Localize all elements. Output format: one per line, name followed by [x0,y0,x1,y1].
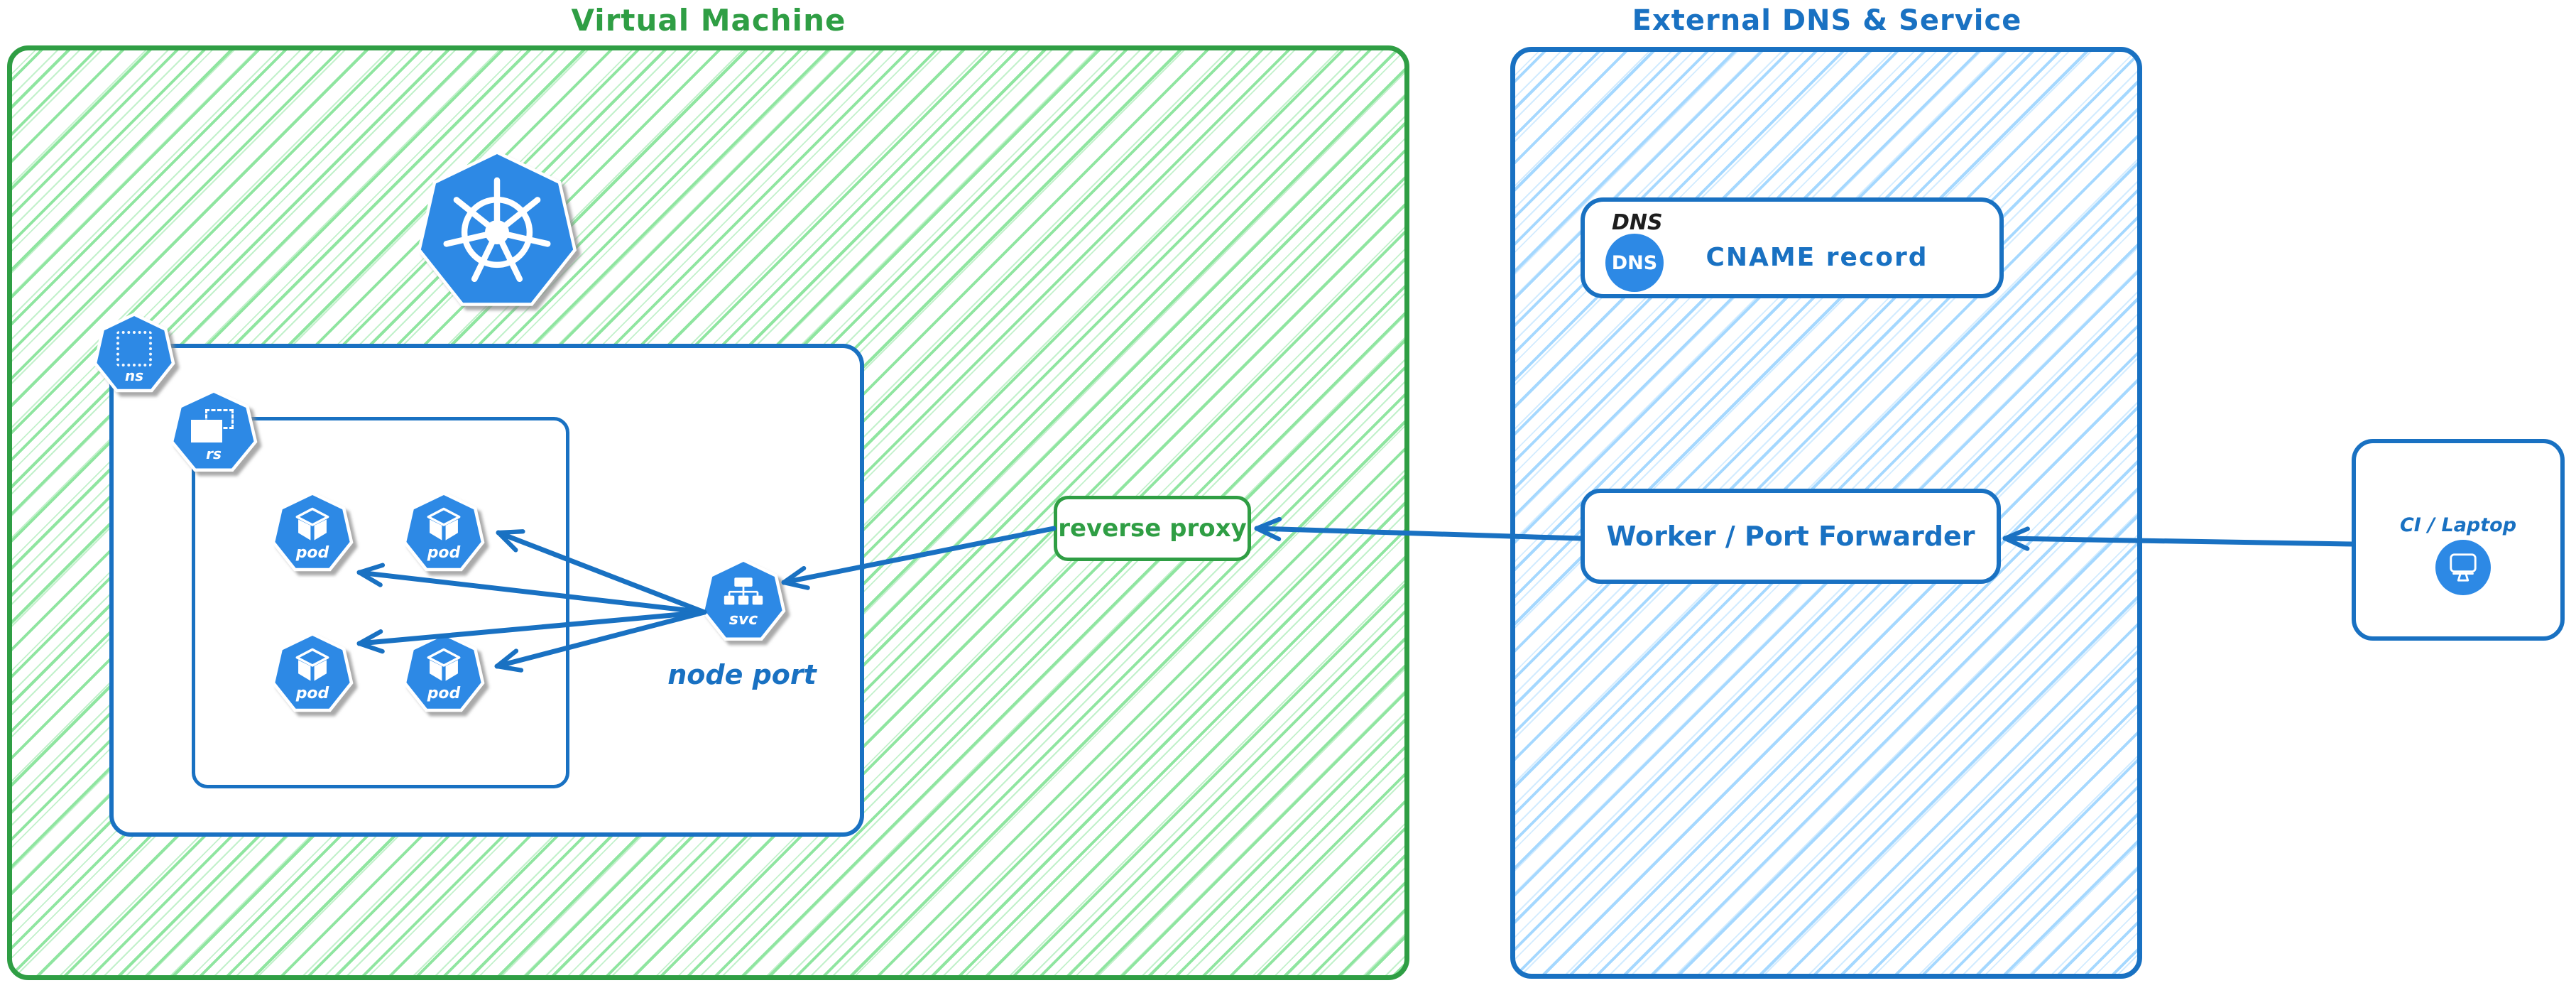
pod-icon-top-right: pod [402,492,486,575]
pod-icon-bottom-left: pod [271,632,354,716]
cube-icon [427,507,461,541]
cube-icon [295,648,329,681]
namespace-icon-fill: ns [97,316,172,389]
pod-label: pod [427,543,461,562]
cube-icon [295,507,329,541]
service-icon: svc [700,558,787,645]
reverse-proxy-label: reverse proxy [1058,514,1247,543]
external-dns-title: External DNS & Service [1632,4,2022,37]
ci-laptop-label: CI / Laptop [2399,514,2517,536]
dotted-square-glyph [116,330,152,366]
kubernetes-logo-fill [420,154,574,303]
pod-icon-top-left: pod [271,492,354,575]
node-port-caption: node port [667,659,817,690]
replicaset-icon-fill: rs [173,393,254,469]
tree-glyph [724,577,763,604]
dns-record-box: DNS DNS CNAME record [1581,197,2004,298]
dns-tag-label: DNS [1612,210,1663,235]
pod-icon-fill: pod [406,636,481,709]
reverse-proxy-box: reverse proxy [1054,496,1251,561]
stacked-rects-glyph [191,408,236,445]
namespace-label: ns [124,366,144,384]
dns-badge-text: DNS [1611,251,1658,274]
virtual-machine-title: Virtual Machine [571,3,846,38]
service-icon-fill: svc [704,562,782,638]
pod-icon-fill: pod [275,636,350,709]
pod-label: pod [295,684,329,702]
replicaset-label: rs [206,445,222,462]
service-label: svc [728,610,758,629]
pod-icon-fill: pod [406,495,481,568]
cname-record-label: CNAME record [1705,243,1928,272]
cube-icon [427,648,461,681]
helm-wheel-icon [443,177,551,283]
pod-label: pod [427,684,461,702]
ci-laptop-box: CI / Laptop [2352,439,2565,641]
worker-port-forwarder-box: Worker / Port Forwarder [1581,489,2001,584]
monitor-icon [2450,553,2477,582]
worker-label: Worker / Port Forwarder [1606,521,1975,552]
pod-icon-fill: pod [275,495,350,568]
dns-badge-icon: DNS [1605,234,1664,292]
pod-icon-bottom-right: pod [402,632,486,716]
pod-label: pod [295,543,329,562]
namespace-icon: ns [92,313,176,396]
solid-rect-glyph [191,419,222,442]
replicaset-icon: rs [169,389,258,476]
monitor-badge [2435,540,2491,595]
kubernetes-logo-icon [415,151,579,314]
